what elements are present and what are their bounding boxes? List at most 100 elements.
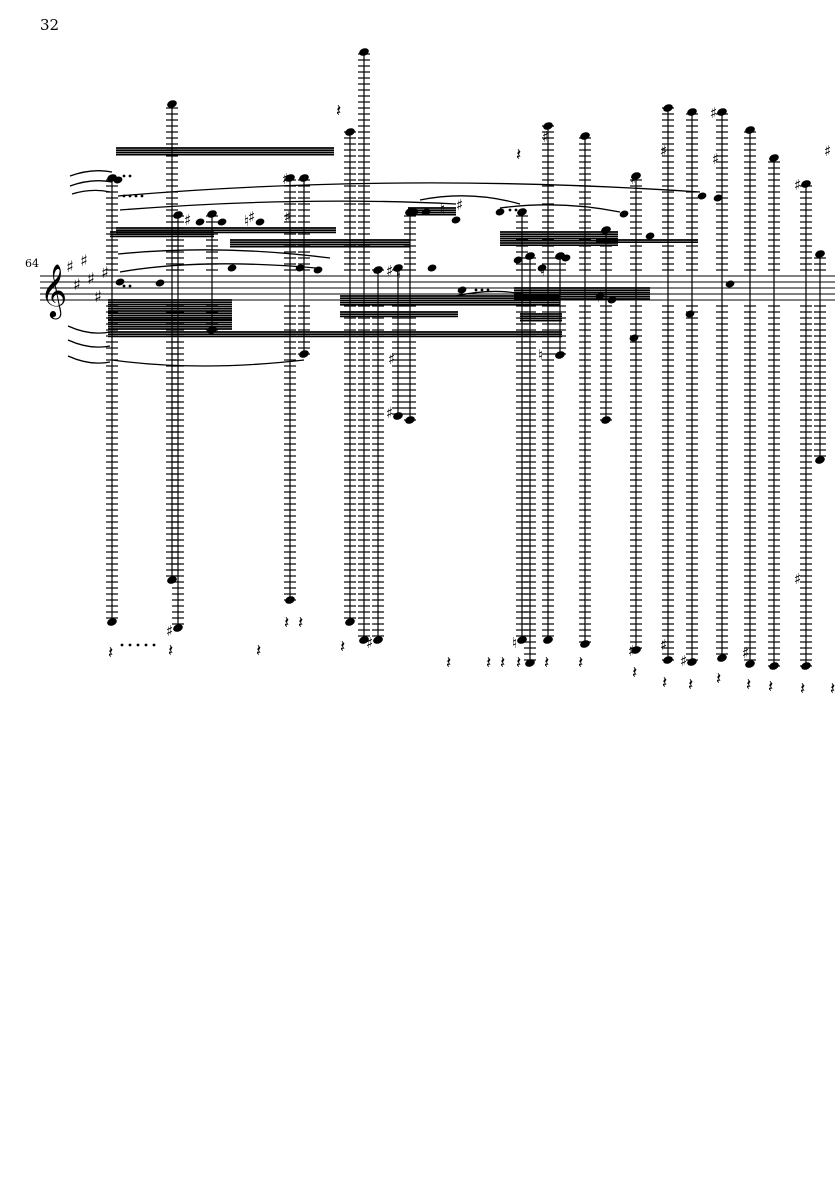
augmentation-dot — [122, 194, 126, 198]
accidental-group: ♯♯♯♯♯♯♯♯♯♯♯♯♯♯♯♯♯♯♯♯♯♯♯♮♮♮♮♮♮ — [166, 104, 831, 670]
rest-group: 𝄽𝄽𝄽𝄽𝄽𝄽𝄽𝄽𝄽𝄽𝄽𝄽𝄽𝄽𝄽𝄽𝄽𝄽𝄽𝄽𝄽𝄽 — [108, 101, 835, 699]
notehead — [517, 636, 527, 644]
sharp-icon: ♯ — [628, 642, 635, 660]
notehead — [717, 654, 727, 662]
quarter-rest-icon: 𝄽 — [716, 669, 721, 689]
notehead — [631, 646, 641, 654]
quarter-rest-icon: 𝄽 — [486, 653, 491, 673]
slur — [117, 182, 701, 197]
quarter-rest-icon: 𝄽 — [336, 101, 341, 121]
notehead — [295, 264, 305, 272]
augmentation-dot — [140, 194, 144, 198]
notehead — [543, 122, 553, 130]
notehead — [543, 636, 553, 644]
notehead — [629, 334, 639, 342]
notehead — [427, 264, 437, 272]
augmentation-dot — [128, 194, 132, 198]
quarter-rest-icon: 𝄽 — [632, 663, 637, 683]
sharp-icon: ♯ — [282, 170, 289, 188]
augmentation-dot — [122, 174, 126, 178]
notehead — [393, 412, 403, 420]
notehead — [299, 174, 309, 182]
quarter-rest-icon: 𝄽 — [800, 679, 805, 699]
sharp-icon: ♯ — [166, 622, 173, 640]
quarter-rest-icon: 𝄽 — [284, 613, 289, 633]
quarter-rest-icon: 𝄽 — [662, 673, 667, 693]
sharp-icon: ♯ — [248, 208, 255, 226]
beam-group — [108, 147, 698, 338]
natural-icon: ♮ — [540, 262, 545, 280]
notehead — [167, 100, 177, 108]
augmentation-dot — [144, 643, 148, 647]
quarter-rest-icon: 𝄽 — [544, 653, 549, 673]
treble-clef-icon: 𝄞 — [40, 263, 67, 319]
notehead — [195, 218, 205, 226]
notehead — [645, 232, 655, 240]
sharp-icon: ♯ — [456, 196, 463, 214]
slur — [117, 249, 331, 259]
augmentation-dot — [128, 284, 132, 288]
notehead — [713, 194, 723, 202]
notehead — [580, 132, 590, 140]
notehead — [561, 254, 571, 262]
notehead — [619, 210, 629, 218]
notehead — [725, 280, 735, 288]
slur — [119, 263, 317, 273]
augmentation-dot — [508, 208, 512, 212]
notehead — [801, 662, 811, 670]
notehead — [495, 208, 505, 216]
sharp-icon: ♯ — [386, 262, 393, 280]
notehead — [173, 211, 183, 219]
notehead — [373, 266, 383, 274]
notehead — [525, 659, 535, 667]
quarter-rest-icon: 𝄽 — [516, 145, 521, 165]
slur — [67, 339, 111, 348]
sharp-icon: ♯ — [542, 128, 549, 146]
sharp-icon: ♯ — [794, 570, 801, 588]
notehead — [663, 104, 673, 112]
augmentation-dot — [128, 174, 132, 178]
notehead — [107, 618, 117, 626]
measure-number: 64 — [25, 257, 39, 270]
quarter-rest-icon: 𝄽 — [298, 613, 303, 633]
notehead — [359, 48, 369, 56]
quarter-rest-icon: 𝄽 — [256, 641, 261, 661]
notehead — [313, 266, 323, 274]
notehead — [769, 154, 779, 162]
notehead — [517, 208, 527, 216]
notehead — [745, 660, 755, 668]
augmentation-dot — [152, 643, 156, 647]
sharp-icon: ♯ — [824, 142, 831, 160]
notehead — [227, 264, 237, 272]
notehead — [217, 218, 227, 226]
notehead — [631, 172, 641, 180]
notehead — [697, 192, 707, 200]
notehead — [207, 210, 217, 218]
notehead — [167, 576, 177, 584]
notehead — [345, 618, 355, 626]
notehead — [451, 216, 461, 224]
sharp-icon: ♯ — [388, 350, 395, 368]
notehead — [155, 279, 165, 287]
note-group — [107, 48, 825, 670]
notehead — [685, 310, 695, 318]
notehead — [769, 662, 779, 670]
sharp-icon: ♯ — [366, 634, 373, 652]
notehead — [745, 126, 755, 134]
sharp-icon: ♯ — [284, 208, 291, 226]
slur-group — [67, 170, 701, 367]
notehead — [285, 596, 295, 604]
notehead — [687, 108, 697, 116]
augmentation-dot — [134, 194, 138, 198]
notehead — [457, 286, 467, 294]
sharp-icon: ♯ — [630, 170, 637, 188]
natural-icon: ♮ — [396, 264, 401, 282]
notehead — [513, 256, 523, 264]
augmentation-dot — [474, 288, 478, 292]
quarter-rest-icon: 𝄽 — [340, 637, 345, 657]
page-number: 32 — [40, 16, 60, 34]
notehead — [601, 226, 611, 234]
natural-icon: ♮ — [440, 200, 445, 218]
notehead — [525, 252, 535, 260]
sharp-icon: ♯ — [386, 404, 393, 422]
